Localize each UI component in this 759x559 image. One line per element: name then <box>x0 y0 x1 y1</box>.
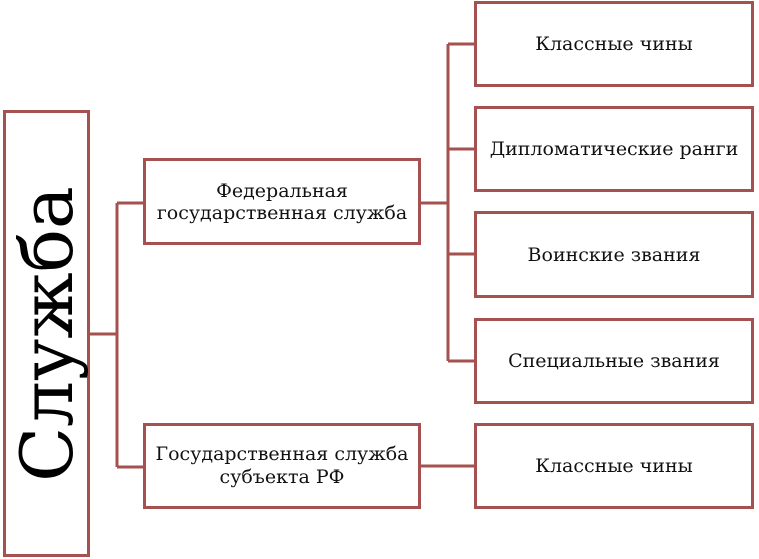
leaf-node-military-ranks: Воинские звания <box>474 211 754 298</box>
leaf-node-special-ranks: Специальные звания <box>474 318 754 404</box>
leaf-node-regional-class-ranks: Классные чины <box>474 423 754 509</box>
leaf-node-label: Воинские звания <box>527 243 701 266</box>
leaf-node-class-ranks: Классные чины <box>474 1 754 87</box>
leaf-node-label: Классные чины <box>535 33 693 55</box>
leaf-node-diplomatic-ranks: Дипломатические ранги <box>474 106 754 192</box>
leaf-node-label: Специальные звания <box>508 350 720 372</box>
root-node-label: Служба <box>4 185 89 482</box>
leaf-node-label: Дипломатические ранги <box>489 138 739 160</box>
leaf-node-label: Классные чины <box>535 455 693 477</box>
branch-node-federal-service: Федеральная государственная служба <box>143 158 421 245</box>
root-node-service: Служба <box>3 110 90 557</box>
branch-node-label: Государственная служба субъекта РФ <box>155 443 409 488</box>
branch-node-label: Федеральная государственная служба <box>156 179 408 224</box>
branch-node-regional-service: Государственная служба субъекта РФ <box>143 423 421 509</box>
